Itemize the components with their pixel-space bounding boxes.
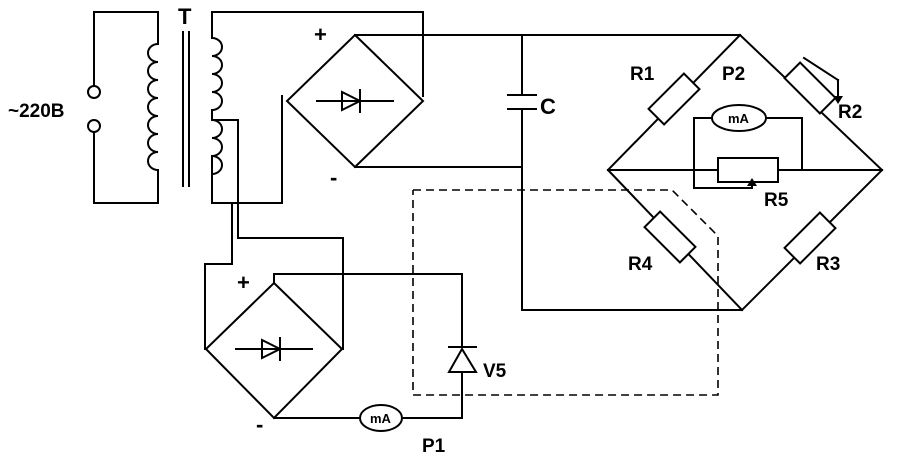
meter-p1: [359, 404, 403, 432]
meter-p2-label: mA: [728, 111, 750, 126]
bottom-output: [273, 273, 463, 419]
bottom-bridge-minus: -: [256, 412, 263, 437]
bridge-middle: [607, 117, 883, 189]
transformer: [147, 31, 223, 187]
resistor-r4: [643, 210, 697, 264]
top-bridge-plus: +: [314, 22, 327, 47]
secondary-wiring: [204, 11, 424, 265]
r3-label: R3: [816, 254, 840, 275]
r1-label: R1: [630, 64, 655, 85]
r2-label: R2: [838, 102, 862, 123]
transformer-label: T: [178, 4, 192, 29]
bottom-bridge-plus: +: [237, 270, 250, 295]
r5-label: R5: [764, 190, 789, 211]
p1-label: P1: [422, 436, 446, 457]
resistor-r3: [783, 211, 837, 265]
meter-p2: [711, 104, 767, 132]
dashed-enclosure: [412, 189, 719, 396]
supply-terminals: [87, 11, 159, 204]
diode-v5: [447, 342, 478, 373]
resistor-r5: [717, 157, 779, 183]
capacitor: [507, 89, 537, 116]
p2-label: P2: [722, 64, 745, 85]
r4-label: R4: [628, 254, 653, 275]
resistor-r2: [783, 56, 843, 115]
capacitor-label: C: [540, 94, 556, 119]
meter-p1-label: mA: [370, 411, 392, 426]
top-bridge-minus: -: [330, 165, 337, 190]
v5-label: V5: [483, 361, 507, 382]
resistor-r1: [647, 72, 701, 126]
top-bridge-rectifier: [285, 33, 425, 169]
supply-label: ~220B: [8, 101, 65, 122]
dc-rails: [354, 34, 743, 311]
